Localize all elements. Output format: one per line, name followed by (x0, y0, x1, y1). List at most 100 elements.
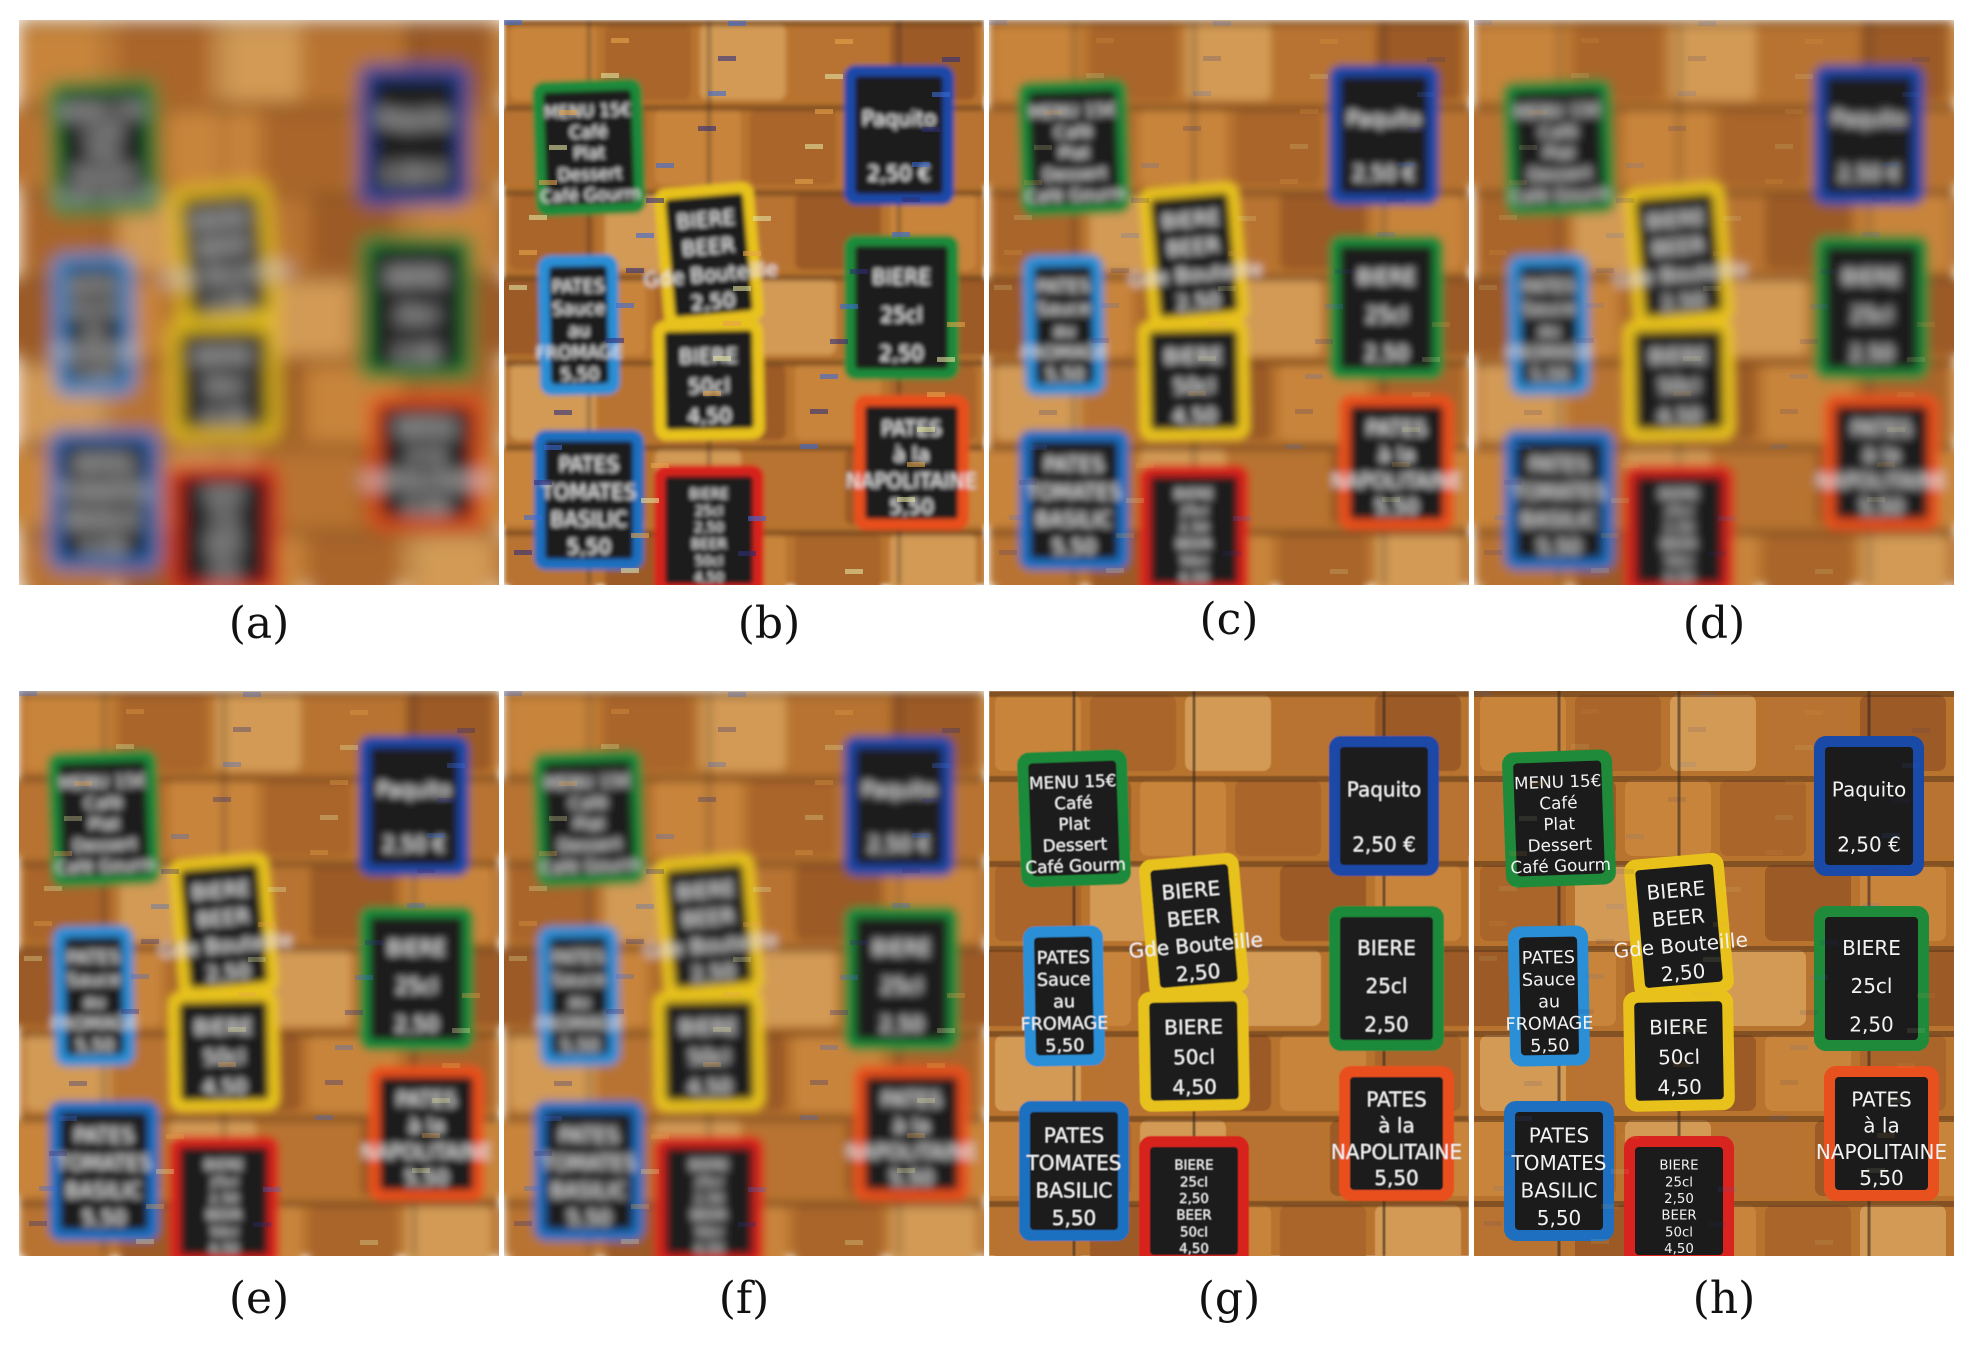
svg-text:Café: Café (1539, 792, 1578, 813)
svg-text:25cl: 25cl (1365, 974, 1407, 998)
svg-text:Sauce: Sauce (1522, 299, 1576, 320)
svg-text:à la: à la (893, 1114, 929, 1138)
svg-text:2,50 €: 2,50 € (1352, 162, 1416, 186)
svg-text:MENU 15€: MENU 15€ (1514, 99, 1602, 122)
svg-text:2,50 €: 2,50 € (867, 833, 931, 857)
svg-text:PATES: PATES (74, 452, 134, 476)
svg-text:2,50: 2,50 (690, 959, 736, 987)
svg-text:50cl: 50cl (210, 554, 238, 569)
svg-text:2,50: 2,50 (1364, 342, 1409, 366)
svg-text:BEER: BEER (1651, 904, 1706, 933)
svg-text:au: au (568, 321, 590, 341)
svg-text:BEER: BEER (1166, 233, 1221, 262)
svg-text:5,50: 5,50 (567, 1206, 612, 1230)
svg-text:BIERE: BIERE (1174, 1159, 1213, 1174)
svg-text:Paquito: Paquito (377, 778, 451, 802)
caption-d: (d) (1682, 598, 1746, 649)
svg-text:5,50: 5,50 (560, 1036, 600, 1057)
svg-text:Plat: Plat (88, 142, 121, 163)
svg-text:Café: Café (569, 121, 608, 142)
svg-text:NAPOLITAINE: NAPOLITAINE (846, 469, 977, 493)
svg-text:5,50: 5,50 (1045, 1036, 1085, 1057)
svg-text:MENU 15€: MENU 15€ (544, 770, 632, 793)
svg-text:4,50: 4,50 (694, 1242, 724, 1256)
svg-text:5,50: 5,50 (1052, 1206, 1097, 1230)
svg-text:à la: à la (408, 1114, 444, 1138)
svg-text:Sauce: Sauce (552, 299, 606, 320)
svg-text:2,50: 2,50 (209, 1192, 239, 1207)
svg-text:2,50: 2,50 (1175, 959, 1221, 987)
svg-text:5,50: 5,50 (1530, 365, 1570, 386)
svg-text:2,50: 2,50 (1849, 342, 1894, 366)
svg-text:FROMAGE: FROMAGE (1020, 343, 1108, 365)
svg-text:2,50 €: 2,50 € (382, 162, 446, 186)
svg-text:Café: Café (1054, 792, 1093, 813)
caption-g: (g) (1197, 1273, 1261, 1324)
svg-text:Café: Café (569, 792, 608, 813)
svg-text:25cl: 25cl (1180, 1175, 1208, 1190)
svg-text:25cl: 25cl (1365, 303, 1407, 327)
svg-text:Sauce: Sauce (1037, 970, 1091, 991)
svg-text:25cl: 25cl (1665, 1175, 1693, 1190)
svg-text:50cl: 50cl (688, 1045, 730, 1070)
svg-text:2,50: 2,50 (205, 959, 251, 987)
svg-text:BIERE: BIERE (204, 1159, 243, 1174)
svg-text:2,50: 2,50 (209, 521, 239, 536)
svg-text:Café: Café (1539, 121, 1578, 142)
svg-text:5,50: 5,50 (75, 1036, 115, 1057)
svg-text:NAPOLITAINE: NAPOLITAINE (1331, 1140, 1462, 1164)
svg-text:FROMAGE: FROMAGE (1020, 1014, 1108, 1036)
svg-text:5,50: 5,50 (1859, 495, 1904, 519)
svg-text:25cl: 25cl (695, 1175, 723, 1190)
svg-text:à la: à la (1863, 443, 1899, 467)
svg-text:NAPOLITAINE: NAPOLITAINE (1816, 1140, 1947, 1164)
svg-text:Plat: Plat (573, 813, 606, 834)
svg-text:à la: à la (1378, 1114, 1414, 1138)
svg-text:au: au (83, 992, 105, 1012)
svg-text:BIERE: BIERE (1174, 488, 1213, 503)
svg-text:50cl: 50cl (203, 1045, 245, 1070)
svg-text:BEER: BEER (681, 904, 736, 933)
svg-text:Café Gourm: Café Gourm (1025, 183, 1126, 206)
svg-text:Plat: Plat (88, 813, 121, 834)
svg-text:25cl: 25cl (1850, 303, 1892, 327)
svg-text:BASILIC: BASILIC (65, 507, 142, 531)
svg-text:2,50: 2,50 (1660, 288, 1706, 316)
svg-text:Café Gourm: Café Gourm (540, 854, 641, 877)
svg-text:4,50: 4,50 (209, 1242, 239, 1256)
svg-text:50cl: 50cl (1180, 554, 1208, 569)
svg-text:PATES: PATES (881, 1087, 941, 1111)
svg-text:BEER: BEER (196, 233, 251, 262)
svg-text:BIERE: BIERE (1659, 1159, 1698, 1174)
svg-text:4,50: 4,50 (209, 571, 239, 585)
svg-text:BIERE: BIERE (872, 265, 931, 289)
svg-text:Plat: Plat (1543, 813, 1576, 834)
svg-text:2,50: 2,50 (1179, 1192, 1209, 1207)
caption-f: (f) (718, 1273, 770, 1324)
caption-a: (a) (228, 598, 290, 649)
svg-text:TOMATES: TOMATES (1026, 1151, 1122, 1175)
svg-text:BIERE: BIERE (1164, 343, 1223, 368)
svg-text:Plat: Plat (1058, 813, 1091, 834)
caption-e: (e) (228, 1273, 290, 1324)
svg-text:2,50: 2,50 (690, 288, 736, 316)
svg-text:Café Gourm: Café Gourm (55, 854, 156, 877)
caption-b: (b) (737, 598, 801, 649)
svg-text:BEER: BEER (1176, 538, 1211, 553)
svg-text:5,50: 5,50 (1374, 495, 1419, 519)
svg-text:Paquito: Paquito (377, 107, 451, 131)
svg-text:PATES: PATES (559, 452, 619, 476)
svg-text:PATES: PATES (396, 416, 456, 440)
svg-text:4,50: 4,50 (1179, 571, 1209, 585)
svg-text:FROMAGE: FROMAGE (535, 343, 623, 365)
svg-text:BIERE: BIERE (1646, 876, 1707, 905)
svg-text:BEER: BEER (196, 904, 251, 933)
svg-text:BIERE: BIERE (1357, 265, 1416, 289)
svg-text:25cl: 25cl (210, 1175, 238, 1190)
